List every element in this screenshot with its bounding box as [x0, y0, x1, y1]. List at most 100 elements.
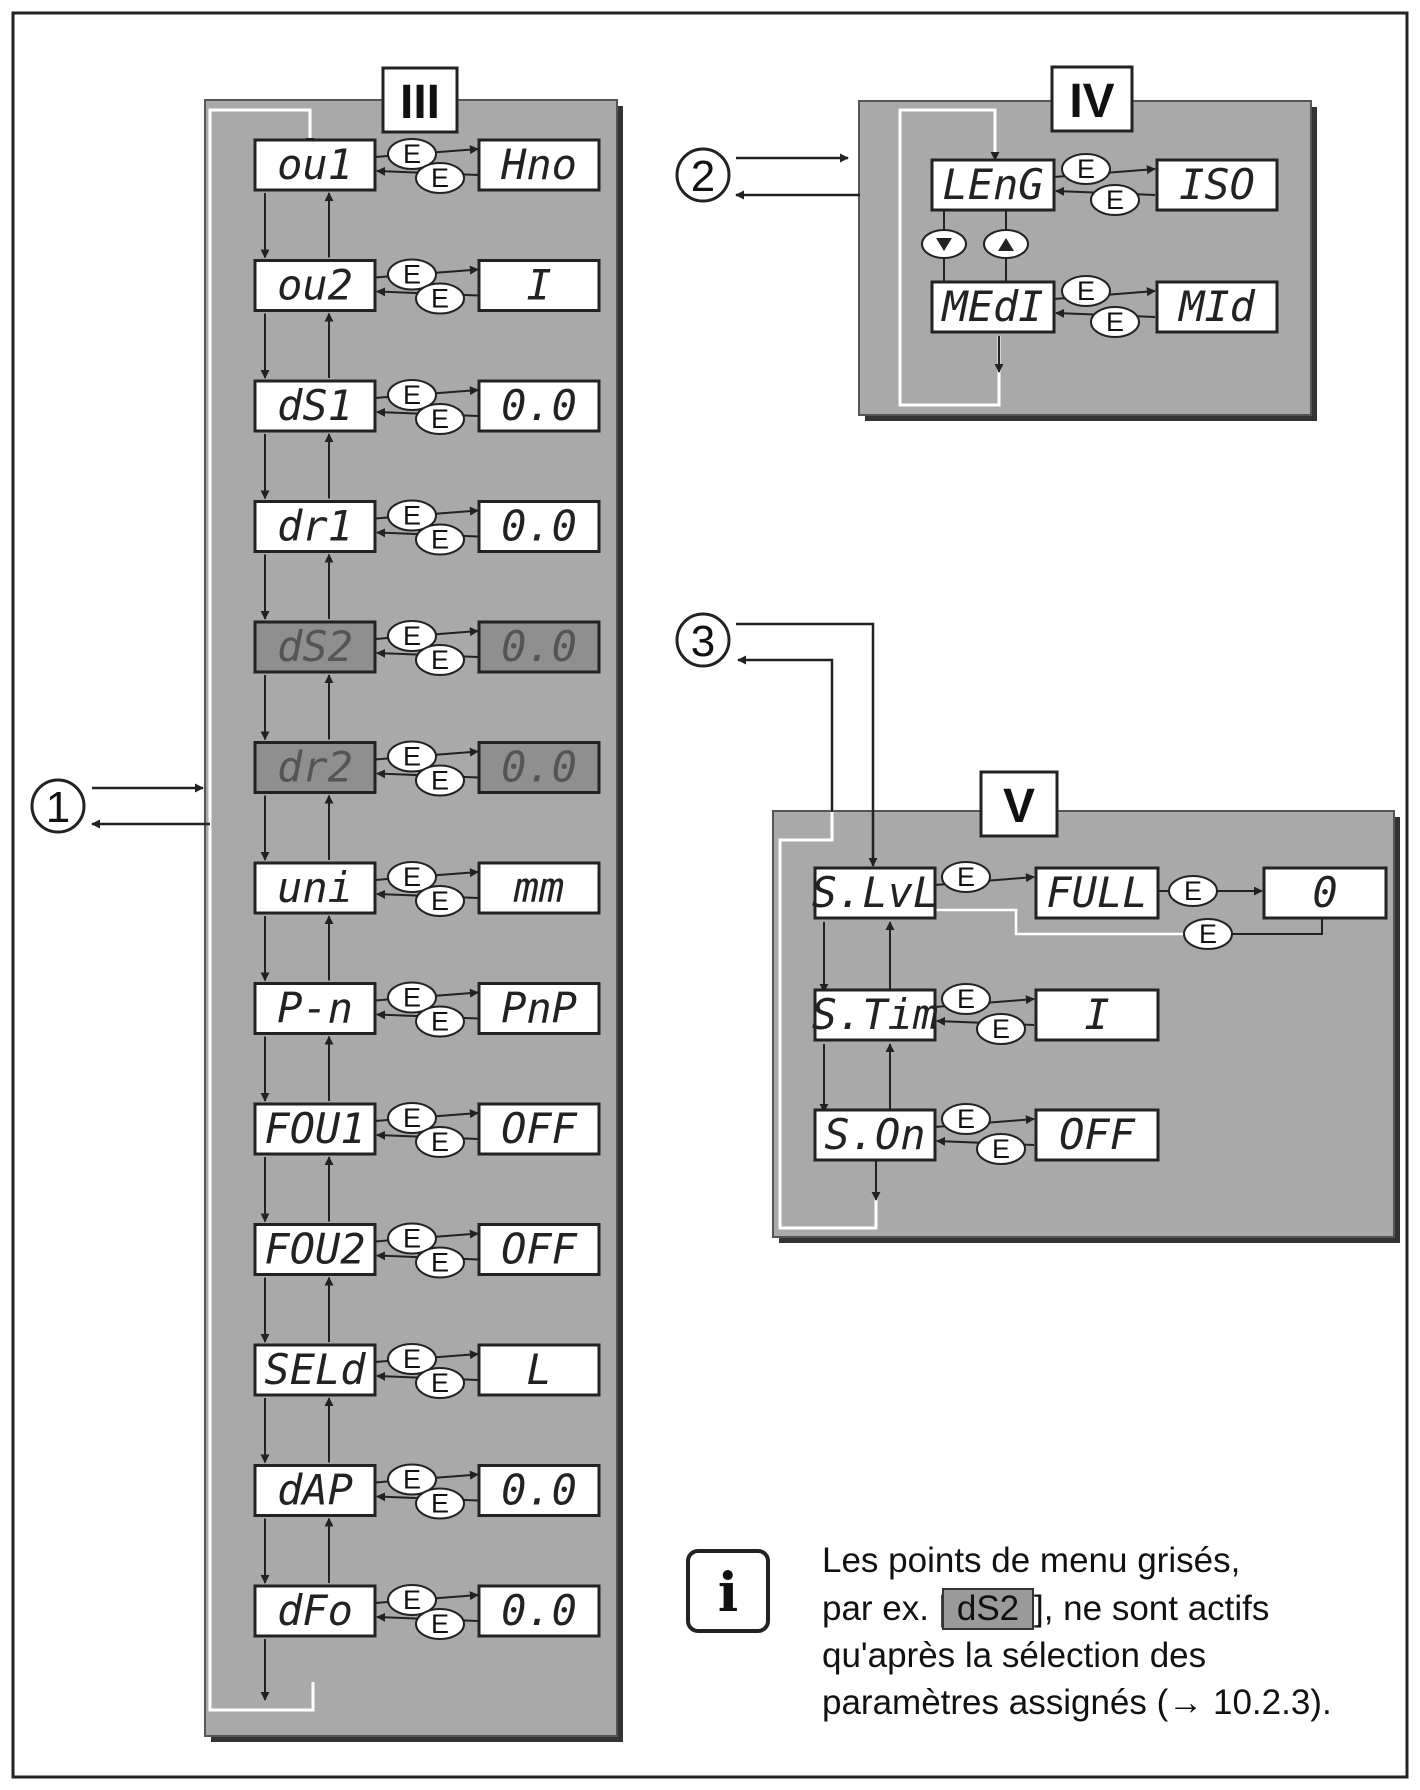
- e-button-fou1-back[interactable]: E: [415, 1126, 465, 1158]
- e-button-slvl-set-label: E: [957, 862, 975, 892]
- e-button-dr2-back[interactable]: E: [415, 764, 465, 797]
- entry-2-number: 2: [691, 152, 715, 201]
- value-dr2[interactable]: 0.0: [477, 741, 601, 794]
- e-button-return[interactable]: E: [1183, 918, 1233, 950]
- param-uni[interactable]: uni: [253, 861, 377, 915]
- e-button-ou2-set-shape: [387, 258, 437, 291]
- e-button-ds2-set[interactable]: E: [387, 620, 437, 652]
- param-seld-text: SELd: [264, 1345, 366, 1394]
- up-button[interactable]: [983, 229, 1029, 259]
- e-button-stim-back[interactable]: E: [976, 1013, 1026, 1045]
- e-button-ds1-set[interactable]: E: [387, 379, 437, 411]
- value-dap-frame: [477, 1464, 601, 1517]
- value-ds1[interactable]: 0.0: [477, 379, 601, 433]
- param-ou1[interactable]: ou1: [253, 138, 377, 192]
- e-button-seld-set[interactable]: E: [387, 1343, 437, 1375]
- e-button-dap-back-label: E: [431, 1489, 449, 1519]
- value-son[interactable]: OFF: [1034, 1108, 1160, 1162]
- e-button-dr2-set[interactable]: E: [387, 740, 437, 773]
- e-button-fou1-set[interactable]: E: [387, 1102, 437, 1134]
- value-dr1-text: 0.0: [501, 502, 577, 551]
- value-uni[interactable]: mm: [477, 861, 601, 915]
- e-button-stim-set[interactable]: E: [941, 983, 991, 1015]
- value-pn[interactable]: PnP: [477, 982, 601, 1035]
- e-button-son-back[interactable]: E: [976, 1133, 1026, 1165]
- value-ou1[interactable]: Hno: [477, 138, 601, 192]
- e-button-medi-set[interactable]: E: [1061, 275, 1111, 307]
- param-dr1[interactable]: dr1: [253, 500, 377, 553]
- e-button-seld-back[interactable]: E: [415, 1367, 465, 1399]
- value-leng[interactable]: ISO: [1155, 158, 1279, 212]
- value-dr2-frame: [477, 741, 601, 794]
- param-slvl[interactable]: S.LvL: [812, 866, 938, 920]
- e-button-medi-back[interactable]: E: [1090, 306, 1140, 338]
- e-button-pn-set[interactable]: E: [387, 981, 437, 1014]
- param-ou2[interactable]: ou2: [253, 259, 377, 312]
- param-son[interactable]: S.On: [813, 1108, 937, 1162]
- e-button-stim-set-shape: [941, 983, 991, 1015]
- param-dr2[interactable]: dr2: [253, 741, 377, 794]
- value-seld[interactable]: L: [477, 1343, 601, 1397]
- value-medi[interactable]: MId: [1155, 280, 1279, 334]
- param-dr2-frame: [253, 741, 377, 794]
- e-button-son-set[interactable]: E: [941, 1103, 991, 1135]
- param-fou2[interactable]: FOU2: [253, 1223, 377, 1276]
- value2-slvl[interactable]: 0: [1262, 866, 1388, 920]
- e-button-fou2-back-label: E: [431, 1248, 449, 1278]
- e-button-ou1-set[interactable]: E: [387, 138, 437, 170]
- e-button-ds2-back[interactable]: E: [415, 644, 465, 676]
- e-button-ou1-back[interactable]: E: [415, 162, 465, 194]
- e-button-dfo-set[interactable]: E: [387, 1584, 437, 1616]
- e-button-fou2-back[interactable]: E: [415, 1246, 465, 1279]
- e-button-ou2-back[interactable]: E: [415, 282, 465, 315]
- e-button-dfo-back[interactable]: E: [415, 1608, 465, 1640]
- param-ds1[interactable]: dS1: [253, 379, 377, 433]
- value-dap[interactable]: 0.0: [477, 1464, 601, 1517]
- param-fou1[interactable]: FOU1: [253, 1102, 377, 1156]
- param-seld[interactable]: SELd: [253, 1343, 377, 1397]
- e-button-medi-back-shape: [1090, 306, 1140, 338]
- value-fou2-text: OFF: [501, 1225, 578, 1274]
- value-fou1[interactable]: OFF: [477, 1102, 601, 1156]
- param-ds1-text: dS1: [277, 381, 353, 430]
- e-button-slvl-set[interactable]: E: [941, 861, 991, 893]
- e-button-slvl-set2[interactable]: E: [1168, 875, 1218, 907]
- param-medi[interactable]: MEdI: [930, 280, 1056, 334]
- e-button-fou2-set[interactable]: E: [387, 1222, 437, 1255]
- value-fou2[interactable]: OFF: [477, 1223, 601, 1276]
- param-stim[interactable]: S.Tim: [812, 988, 938, 1042]
- e-button-leng-back[interactable]: E: [1090, 184, 1140, 216]
- down-triangle-icon: [936, 238, 952, 251]
- value-ds2[interactable]: 0.0: [477, 620, 601, 674]
- e-button-leng-set[interactable]: E: [1061, 153, 1111, 185]
- value-slvl[interactable]: FULL: [1034, 866, 1160, 920]
- value-stim-text: I: [1084, 990, 1109, 1039]
- param-ds2[interactable]: dS2: [253, 620, 377, 674]
- down-button[interactable]: [921, 229, 967, 259]
- e-button-fou2-set-shape: [387, 1222, 437, 1255]
- e-button-dr1-set[interactable]: E: [387, 499, 437, 532]
- value-dr1[interactable]: 0.0: [477, 500, 601, 553]
- e-button-uni-back-label: E: [431, 886, 449, 916]
- e-button-dr1-back[interactable]: E: [415, 523, 465, 556]
- param-dfo[interactable]: dFo: [253, 1584, 377, 1638]
- value-dr2-text: 0.0: [501, 743, 577, 792]
- e-button-uni-set[interactable]: E: [387, 861, 437, 893]
- e-button-dap-set[interactable]: E: [387, 1463, 437, 1496]
- param-leng[interactable]: LEnG: [930, 158, 1056, 212]
- menu-iv-label: IV: [1069, 75, 1114, 128]
- value-ou2[interactable]: I: [477, 259, 601, 312]
- value-ou2-text: I: [526, 261, 551, 310]
- param-dap[interactable]: dAP: [253, 1464, 377, 1517]
- value-dfo[interactable]: 0.0: [477, 1584, 601, 1638]
- e-button-ou2-set[interactable]: E: [387, 258, 437, 291]
- e-button-ds1-back[interactable]: E: [415, 403, 465, 435]
- param-pn[interactable]: P-n: [253, 982, 377, 1035]
- e-button-uni-back[interactable]: E: [415, 885, 465, 917]
- value-medi-frame: [1155, 280, 1279, 334]
- value-ou1-frame: [477, 138, 601, 192]
- e-button-dap-back[interactable]: E: [415, 1487, 465, 1520]
- e-button-pn-back[interactable]: E: [415, 1005, 465, 1038]
- value-stim[interactable]: I: [1034, 988, 1160, 1042]
